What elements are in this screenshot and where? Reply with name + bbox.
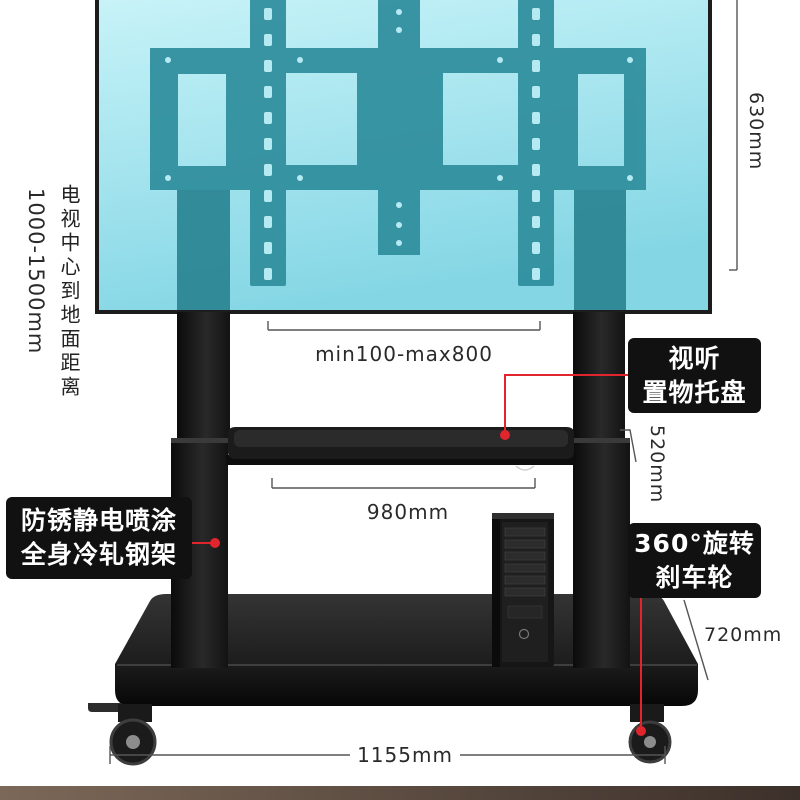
shelf-support-bar [226,455,576,465]
frame-callout: 防锈静电喷涂 全身冷轧钢架 [6,497,192,579]
caster-callout-line-2: 刹车轮 [655,562,734,592]
caster-bracket-right [630,704,664,722]
mount-hole [532,8,540,20]
mount-hole [165,57,171,63]
marker-dot-frame [210,538,220,548]
mount-hole [264,112,272,124]
frame-callout-line-1: 防锈静电喷涂 [20,506,177,535]
tower-side [492,519,500,667]
av-shelf [226,427,576,471]
mount-hole [396,27,402,33]
tower-top-edge [492,513,554,519]
mount-hole [532,34,540,46]
shelf-depth-label: 520mm [646,425,668,504]
shelf-callout-line-2: 置物托盘 [642,377,747,407]
mount-hole [264,268,272,280]
dimension-lines [109,0,738,764]
mount-hole [627,57,633,63]
wheel-hub-right [644,736,656,748]
mount-hole [532,242,540,254]
mount-hole [532,190,540,202]
shelf-callout: 视听 置物托盘 [628,338,761,413]
dim-line-520 [620,429,637,463]
mount-hole [532,60,540,72]
bracket-range-label: min100-max800 [315,342,493,366]
mount-hole [497,57,503,63]
base-front [115,664,698,706]
mount-hole [264,164,272,176]
floor [0,786,800,800]
caster-bracket-left [118,704,152,722]
column-joint-right [573,438,630,443]
column-upper-left [177,312,230,444]
drive-bay [504,551,546,561]
caster-left [88,703,157,766]
column-behind-screen-left [177,188,230,310]
drive-bay [504,539,546,549]
mount-hole [497,175,503,181]
brake-pedal [88,703,122,712]
marker-dot-shelf [500,430,510,440]
leader-shelf [504,374,628,435]
mount-hole [165,175,171,181]
mount-center-top [378,0,420,48]
caster-right [628,704,672,764]
shelf-callout-line-1: 视听 [668,343,721,373]
power-button-icon [518,628,530,640]
caster-callout-line-1: 360°旋转 [634,528,755,558]
column-behind-screen-right [574,188,626,310]
mount-hole [264,138,272,150]
drive-bay [504,575,546,585]
drive-bay [504,587,546,597]
mount-hole [532,112,540,124]
mount-hole [396,202,402,208]
column-joint-left [171,438,228,443]
column-upper-right [573,312,625,444]
mount-hole [532,138,540,150]
mount-hole [297,175,303,181]
mount-hole [297,57,303,63]
mount-hole [264,8,272,20]
computer-tower [492,513,554,667]
caster-callout: 360°旋转 刹车轮 [628,523,761,598]
mount-hole [264,216,272,228]
base-depth-label: 720mm [704,624,783,646]
mount-holes [165,8,633,280]
mount-hole [627,175,633,181]
shelf-surface [234,430,568,447]
mount-hole [264,242,272,254]
center-height-caption: 电视中心到地面距离 [57,184,81,400]
center-height-value: 1000-1500mm [24,188,48,355]
column-lower-right [573,440,630,668]
tv-screen [95,0,712,314]
shelf-clip [515,465,535,471]
frame-callout-line-2: 全身冷轧钢架 [20,540,177,569]
mount-hole [532,164,540,176]
mount-hole [264,34,272,46]
drive-bay [504,527,546,537]
mount-hole [532,268,540,280]
mount-hole [264,86,272,98]
marker-dot-caster [636,726,646,736]
mount-hole [396,240,402,246]
mount-hole [396,9,402,15]
mount-hole [264,190,272,202]
shelf-width-label: 980mm [366,500,450,524]
dim-line-720 [683,599,709,681]
wheel-hub-left [126,735,140,749]
mount-hole [264,60,272,72]
base-width-label: 1155mm [350,744,460,766]
mount-hole [396,222,402,228]
mount-hole [532,86,540,98]
drive-bay [504,563,546,573]
mount-hole [532,216,540,228]
tower-vent [507,605,543,619]
tv-height-label: 630mm [745,92,767,171]
